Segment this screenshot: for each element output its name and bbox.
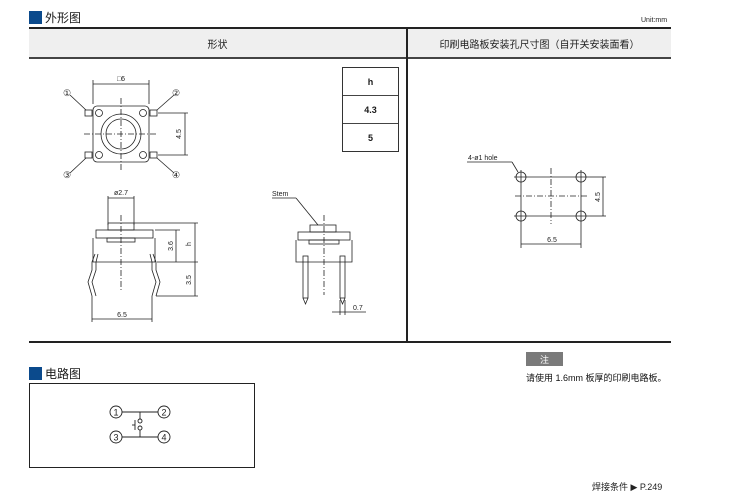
side-view-drawing [272, 197, 366, 315]
top-height-dim: 4.5 [176, 129, 183, 139]
terminal-2-circle [157, 405, 171, 419]
outline-title-text: 外形图 [45, 11, 82, 25]
height-table-header: h [343, 68, 398, 96]
outline-section-title: 外形图 [29, 9, 81, 26]
stem-label: Stem [272, 191, 289, 198]
note-badge: 注 [526, 352, 563, 366]
circuit-diagram-box [29, 383, 255, 468]
body-height-dim: 3.6 [168, 241, 175, 251]
pin-label-3: ③ [63, 170, 71, 180]
stem-diameter-dim: ø2.7 [114, 190, 128, 197]
terminal-3-label: 3 [113, 433, 118, 443]
section-marker-icon [29, 11, 42, 24]
pin-label-2: ② [172, 88, 180, 98]
terminal-4-label: 4 [161, 433, 166, 443]
soldering-conditions-link[interactable]: 焊接条件 ▶ P.249 [592, 482, 663, 492]
circuit-title-text: 电路图 [45, 367, 82, 381]
column-divider [406, 27, 408, 342]
terminal-1-label: 1 [113, 408, 118, 418]
terminal-3-circle [109, 430, 123, 444]
total-height-dim: h [186, 242, 193, 246]
front-view-drawing [87, 196, 198, 322]
header-pcb-holes: 印刷电路板安装孔尺寸图（自开关安装面看） [439, 39, 640, 51]
table-bottom-rule [29, 341, 671, 343]
pin-label-1: ① [63, 88, 71, 98]
pin-width-dim: 0.7 [353, 305, 363, 312]
unit-label: Unit:mm [641, 17, 668, 24]
pin-label-4: ④ [172, 170, 180, 180]
pcb-hole-layout [467, 161, 606, 248]
terminal-2-label: 2 [161, 408, 166, 418]
terminal-4-circle [157, 430, 171, 444]
pcb-horizontal-dim: 6.5 [547, 237, 557, 244]
circuit-wiring [122, 411, 158, 438]
pin-length-dim: 3.5 [186, 275, 193, 285]
note-text: 请使用 1.6mm 板厚的印刷电路板。 [526, 373, 667, 383]
section-marker-icon [29, 367, 42, 380]
height-table-value: 4.3 [343, 96, 398, 124]
height-table-value: 5 [367, 132, 373, 143]
circuit-section-title: 电路图 [29, 365, 81, 382]
top-view-drawing [69, 80, 188, 174]
terminal-1-circle [109, 405, 123, 419]
header-shape: 形状 [207, 39, 228, 51]
pin-pitch-dim: 6.5 [117, 312, 127, 319]
top-width-dim: □6 [117, 76, 125, 83]
table-header-row: 形状 印刷电路板安装孔尺寸图（自开关安装面看） [29, 27, 671, 59]
hole-label: 4-ø1 hole [468, 155, 498, 162]
height-table: h 4.3 5 [342, 67, 399, 152]
pcb-vertical-dim: 4.5 [595, 192, 602, 202]
